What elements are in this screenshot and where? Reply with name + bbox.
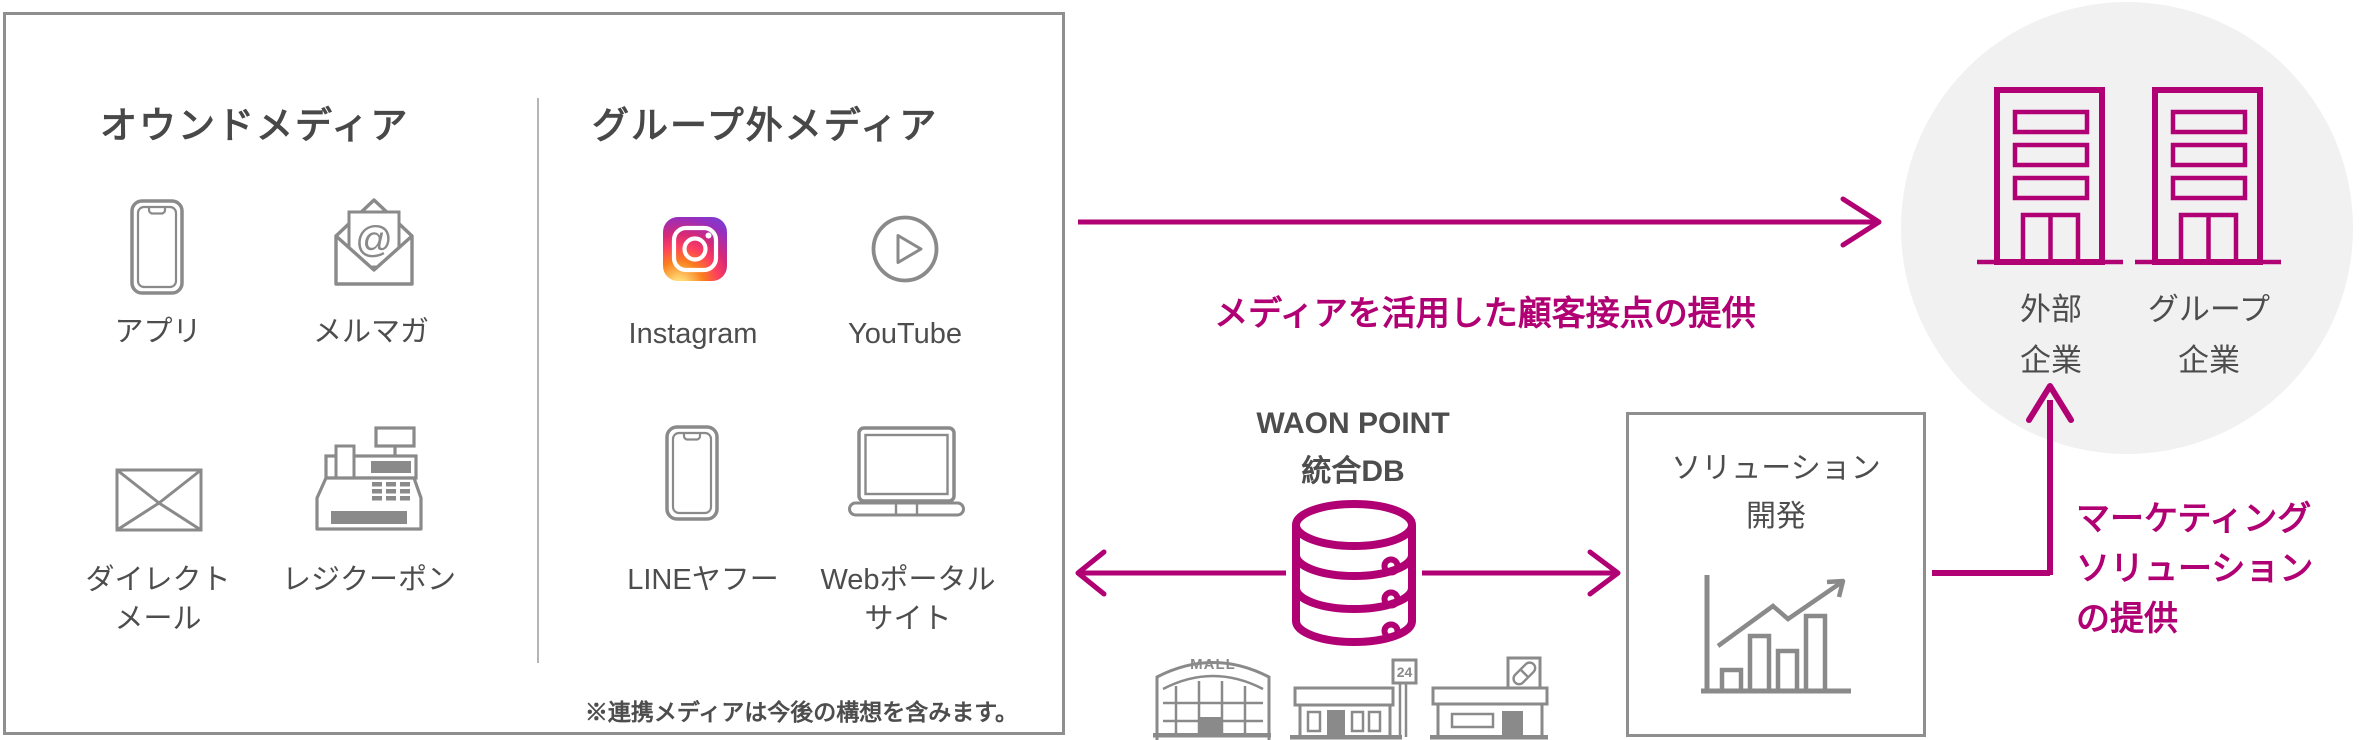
smartphone-icon bbox=[665, 425, 719, 521]
media-box: オウンドメディア グループ外メディア アプリ @ メルマガ ダイレクト メール bbox=[3, 12, 1065, 735]
group-company-label-line2: 企業 bbox=[2178, 343, 2240, 378]
solution-box: ソリューション 開発 bbox=[1626, 412, 1926, 737]
db-left-arrow bbox=[1075, 549, 1286, 597]
instagram-camera-glyph bbox=[671, 225, 719, 273]
marketing-label-line1: マーケティング bbox=[2076, 500, 2312, 538]
media-arrow-label: メディアを活用した顧客接点の提供 bbox=[1214, 295, 1756, 333]
solution-box-title: ソリューション 開発 bbox=[1629, 445, 1923, 541]
play-button-icon bbox=[871, 215, 939, 283]
cash-register-icon bbox=[315, 426, 423, 531]
group-company-label: グループ 企業 bbox=[2131, 284, 2287, 386]
drugstore-icon bbox=[1430, 656, 1549, 740]
at-symbol-glyph: @ bbox=[355, 219, 393, 260]
web-portal-label-line1: Webポータル bbox=[820, 564, 996, 596]
solution-to-companies-arrow bbox=[1932, 383, 2074, 576]
direct-mail-label: ダイレクト メール bbox=[58, 561, 258, 639]
app-label: アプリ bbox=[114, 316, 202, 348]
media-box-divider bbox=[537, 98, 539, 663]
group-company-label-line1: グループ bbox=[2147, 292, 2271, 327]
instagram-icon bbox=[663, 217, 727, 281]
building-icon bbox=[2135, 87, 2281, 265]
media-arrow bbox=[1078, 196, 1882, 248]
instagram-label: Instagram bbox=[628, 318, 758, 350]
mall-store-icon: MALL bbox=[1153, 656, 1271, 740]
db-right-arrow bbox=[1422, 549, 1621, 597]
youtube-label: YouTube bbox=[848, 318, 962, 350]
solution-title-line1: ソリューション bbox=[1671, 452, 1881, 485]
owned-media-header: オウンドメディア bbox=[100, 105, 410, 146]
newsletter-envelope-icon: @ bbox=[334, 198, 414, 286]
marketing-solution-label: マーケティング ソリューション の提供 bbox=[2076, 494, 2313, 644]
mall-sign-text: MALL bbox=[1190, 656, 1236, 673]
24h-sign-text: 24 bbox=[1397, 664, 1413, 680]
line-yahoo-label: LINEヤフー bbox=[627, 564, 779, 596]
smartphone-icon bbox=[130, 199, 184, 295]
media-note: ※連携メディアは今後の構想を含みます。 bbox=[584, 699, 1018, 725]
db-title-line1: WAON POINT bbox=[1256, 407, 1450, 440]
chart-growth-icon bbox=[1701, 575, 1851, 694]
db-title: WAON POINT 統合DB bbox=[1233, 400, 1473, 496]
external-company-label: 外部 企業 bbox=[1975, 284, 2127, 386]
marketing-label-line2: ソリューション bbox=[2076, 550, 2314, 588]
db-title-line2: 統合DB bbox=[1301, 455, 1405, 488]
web-portal-label: Webポータル サイト bbox=[808, 561, 1008, 639]
company-circle bbox=[1901, 2, 2353, 454]
convenience-store-icon: 24 bbox=[1290, 658, 1418, 740]
external-media-header: グループ外メディア bbox=[592, 105, 939, 146]
laptop-icon bbox=[848, 426, 965, 517]
marketing-label-line3: の提供 bbox=[2076, 600, 2178, 638]
solution-title-line2: 開発 bbox=[1746, 500, 1806, 533]
database-icon bbox=[1292, 500, 1416, 646]
envelope-icon bbox=[115, 468, 203, 532]
pill-icon bbox=[1512, 661, 1537, 686]
register-coupon-label: レジクーポン bbox=[281, 564, 456, 596]
external-company-label-line1: 外部 bbox=[2020, 292, 2082, 327]
external-company-label-line2: 企業 bbox=[2020, 343, 2082, 378]
web-portal-label-line2: サイト bbox=[864, 603, 952, 635]
direct-mail-label-line2: メール bbox=[114, 603, 202, 635]
mailmag-label: メルマガ bbox=[312, 316, 429, 348]
building-icon bbox=[1977, 87, 2123, 265]
direct-mail-label-line1: ダイレクト bbox=[85, 564, 231, 596]
